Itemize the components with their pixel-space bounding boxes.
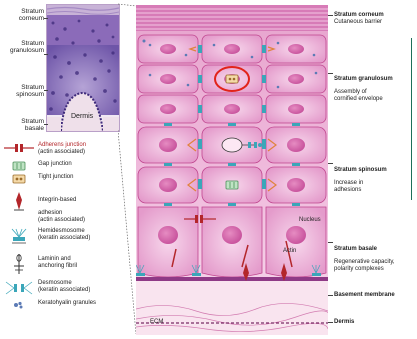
legend-integrin-title: Integrin-based [38,197,85,204]
legend-adherens-sub: (actin associated) [38,149,86,156]
legend-desmosome-title: Desmosome [38,280,90,287]
label-dermis: Dermis [334,319,414,326]
legend-desmosome: Desmosome (keratin associated) [2,280,130,300]
integrin-adhesion-icon [2,190,36,212]
label-basale: Stratum basale Regenerative capacity, po… [334,239,414,280]
legend-laminin: Laminin and anchoring fibril [2,252,130,278]
tick-spinosum [44,90,48,91]
rtick-dermis [328,322,333,323]
legend-integrin-sub: adhesion (actin associated) [38,210,85,224]
laminin-fibril-icon [2,252,36,276]
histo-label-granulosum: Stratum granulosum [0,40,44,54]
label-basement-title: Basement membrane [334,292,414,299]
label-spinosum-title: Stratum spinosum [334,167,414,174]
histo-label-spinosum: Stratum spinosum [0,84,44,98]
ecm-label: ECM [150,319,163,325]
label-corneum-title: Stratum corneum [334,12,414,19]
legend-hemidesmosome: Hemidesmosome (keratin associated) [2,228,130,248]
tick-basale [44,124,48,125]
gap-junction-icon [2,161,36,171]
label-spinosum-desc: Increase in adhesions [334,180,414,194]
hemidesmosome-icon [2,228,36,246]
tight-junction-icon [2,174,36,184]
label-spinosum: Stratum spinosum Increase in adhesions [334,160,414,201]
rtick-granulosum [328,73,333,74]
legend-gap-title: Gap junction [38,161,72,168]
legend-adherens-title: Adherens junction [38,142,86,149]
label-granulosum-desc: Assembly of cornified envelope [334,89,414,103]
histo-label-corneum: Stratum corneum [0,8,44,22]
keratohyalin-granule-icon [2,300,36,310]
label-granulosum: Stratum granulosum Assembly of cornified… [334,69,414,110]
tick-granulosum [44,54,48,55]
label-basement: Basement membrane [334,292,414,299]
histo-label-basale: Stratum basale [0,118,44,132]
label-corneum: Stratum corneum Cutaneous barrier [334,12,414,26]
rtick-spinosum [328,163,333,164]
label-granulosum-title: Stratum granulosum [334,76,414,83]
nucleus-label: Nucleus [299,217,321,223]
legend-desmosome-sub: (keratin associated) [38,287,90,294]
label-basale-desc: Regenerative capacity, polarity complexe… [334,259,414,273]
stratum-corneum-layers [136,5,328,31]
legend-adherens-junction: Adherens junction (actin associated) [2,142,130,162]
gap-junction-marker [226,181,238,189]
rtick-basement [328,295,333,296]
legend-hemidesmosome-sub: (keratin associated) [38,235,90,242]
label-corneum-desc: Cutaneous barrier [334,19,414,26]
basale-cells [138,207,326,277]
label-basale-title: Stratum basale [334,246,414,253]
basement-membrane [136,277,328,281]
legend-laminin-sub: anchoring fibril [38,263,77,270]
tick-corneum [44,18,48,19]
epidermis-diagram [136,5,328,335]
histology-dermis-label: Dermis [71,113,93,120]
legend-laminin-title: Laminin and [38,256,77,263]
histology-micrograph: Dermis [46,4,120,132]
legend-keratohyalin-title: Keratohyalin granules [38,300,96,307]
legend-hemidesmosome-title: Hemidesmosome [38,228,90,235]
legend-keratohyalin: Keratohyalin granules [2,300,130,320]
rtick-basale [328,242,333,243]
dermis-region [136,281,328,335]
rtick-corneum [328,15,333,16]
actin-label: Actin [283,248,296,254]
legend-integrin: Integrin-based adhesion (actin associate… [2,190,130,218]
desmosome-icon [2,280,36,296]
right-bracket [411,38,412,200]
label-dermis-title: Dermis [334,319,414,326]
legend-tight-title: Tight junction [38,174,73,181]
adherens-junction-icon [2,142,36,154]
